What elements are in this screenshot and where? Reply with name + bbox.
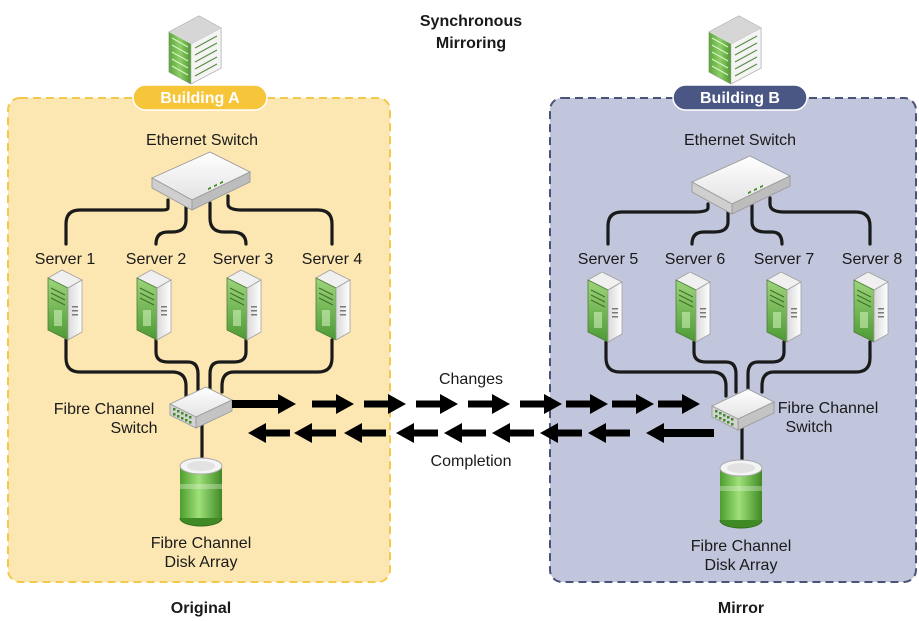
fc-switch-label-b-line1: Fibre Channel (778, 400, 879, 417)
server-label: Server 4 (302, 251, 363, 268)
changes-label: Changes (439, 371, 503, 388)
tower-server-icon (226, 269, 262, 341)
changes-arrow-solid (232, 394, 296, 414)
building-a-label: Building A (160, 90, 240, 107)
ethernet-cables-b (606, 196, 872, 246)
completion-arrow (396, 423, 438, 443)
disk-array-icon (179, 457, 223, 527)
tower-server-icon (853, 271, 889, 343)
ethernet-switch-label-a: Ethernet Switch (146, 132, 258, 149)
disk-label-a-line2: Disk Array (165, 554, 238, 571)
server-label: Server 8 (842, 251, 903, 268)
completion-arrows (248, 423, 714, 443)
completion-arrow (444, 423, 486, 443)
building-b-label: Building B (700, 90, 780, 107)
server-label: Server 1 (35, 251, 96, 268)
fibre-cables-b (604, 340, 872, 468)
building-b-badge: Building B (672, 84, 808, 111)
changes-arrows (232, 394, 700, 414)
server-label: Server 3 (213, 251, 274, 268)
changes-arrow (416, 394, 458, 414)
disk-label-b-line2: Disk Array (705, 557, 778, 574)
completion-arrow-solid (646, 423, 714, 443)
tower-server-icon (675, 271, 711, 343)
building-a-caption: Original (171, 600, 231, 617)
office-building-icon (168, 15, 222, 85)
ethernet-cables-a (64, 194, 334, 246)
changes-arrow (468, 394, 510, 414)
server-label: Server 5 (578, 251, 639, 268)
server-label: Server 7 (754, 251, 815, 268)
server-label: Server 6 (665, 251, 726, 268)
tower-server-icon (587, 271, 623, 343)
tower-server-icon (136, 269, 172, 341)
office-building-icon (708, 15, 762, 85)
tower-server-icon (47, 269, 83, 341)
fibre-cables-a (64, 338, 334, 464)
tower-server-icon (766, 271, 802, 343)
disk-label-b-line1: Fibre Channel (691, 538, 792, 555)
building-a-region (7, 97, 391, 583)
disk-array-icon (719, 459, 763, 529)
disk-label-a-line1: Fibre Channel (151, 535, 252, 552)
completion-label: Completion (431, 453, 512, 470)
diagram-title-line1: Synchronous (420, 13, 522, 30)
server-label: Server 2 (126, 251, 187, 268)
building-b-caption: Mirror (718, 600, 764, 617)
completion-arrow (492, 423, 534, 443)
tower-server-icon (315, 269, 351, 341)
fc-switch-label-a-line1: Fibre Channel (54, 401, 155, 418)
fc-switch-label-a-line2: Switch (110, 420, 157, 437)
ethernet-switch-label-b: Ethernet Switch (684, 132, 796, 149)
fc-switch-label-b-line2: Switch (785, 419, 832, 436)
diagram-title-line2: Mirroring (436, 35, 506, 52)
building-a-badge: Building A (132, 84, 268, 111)
